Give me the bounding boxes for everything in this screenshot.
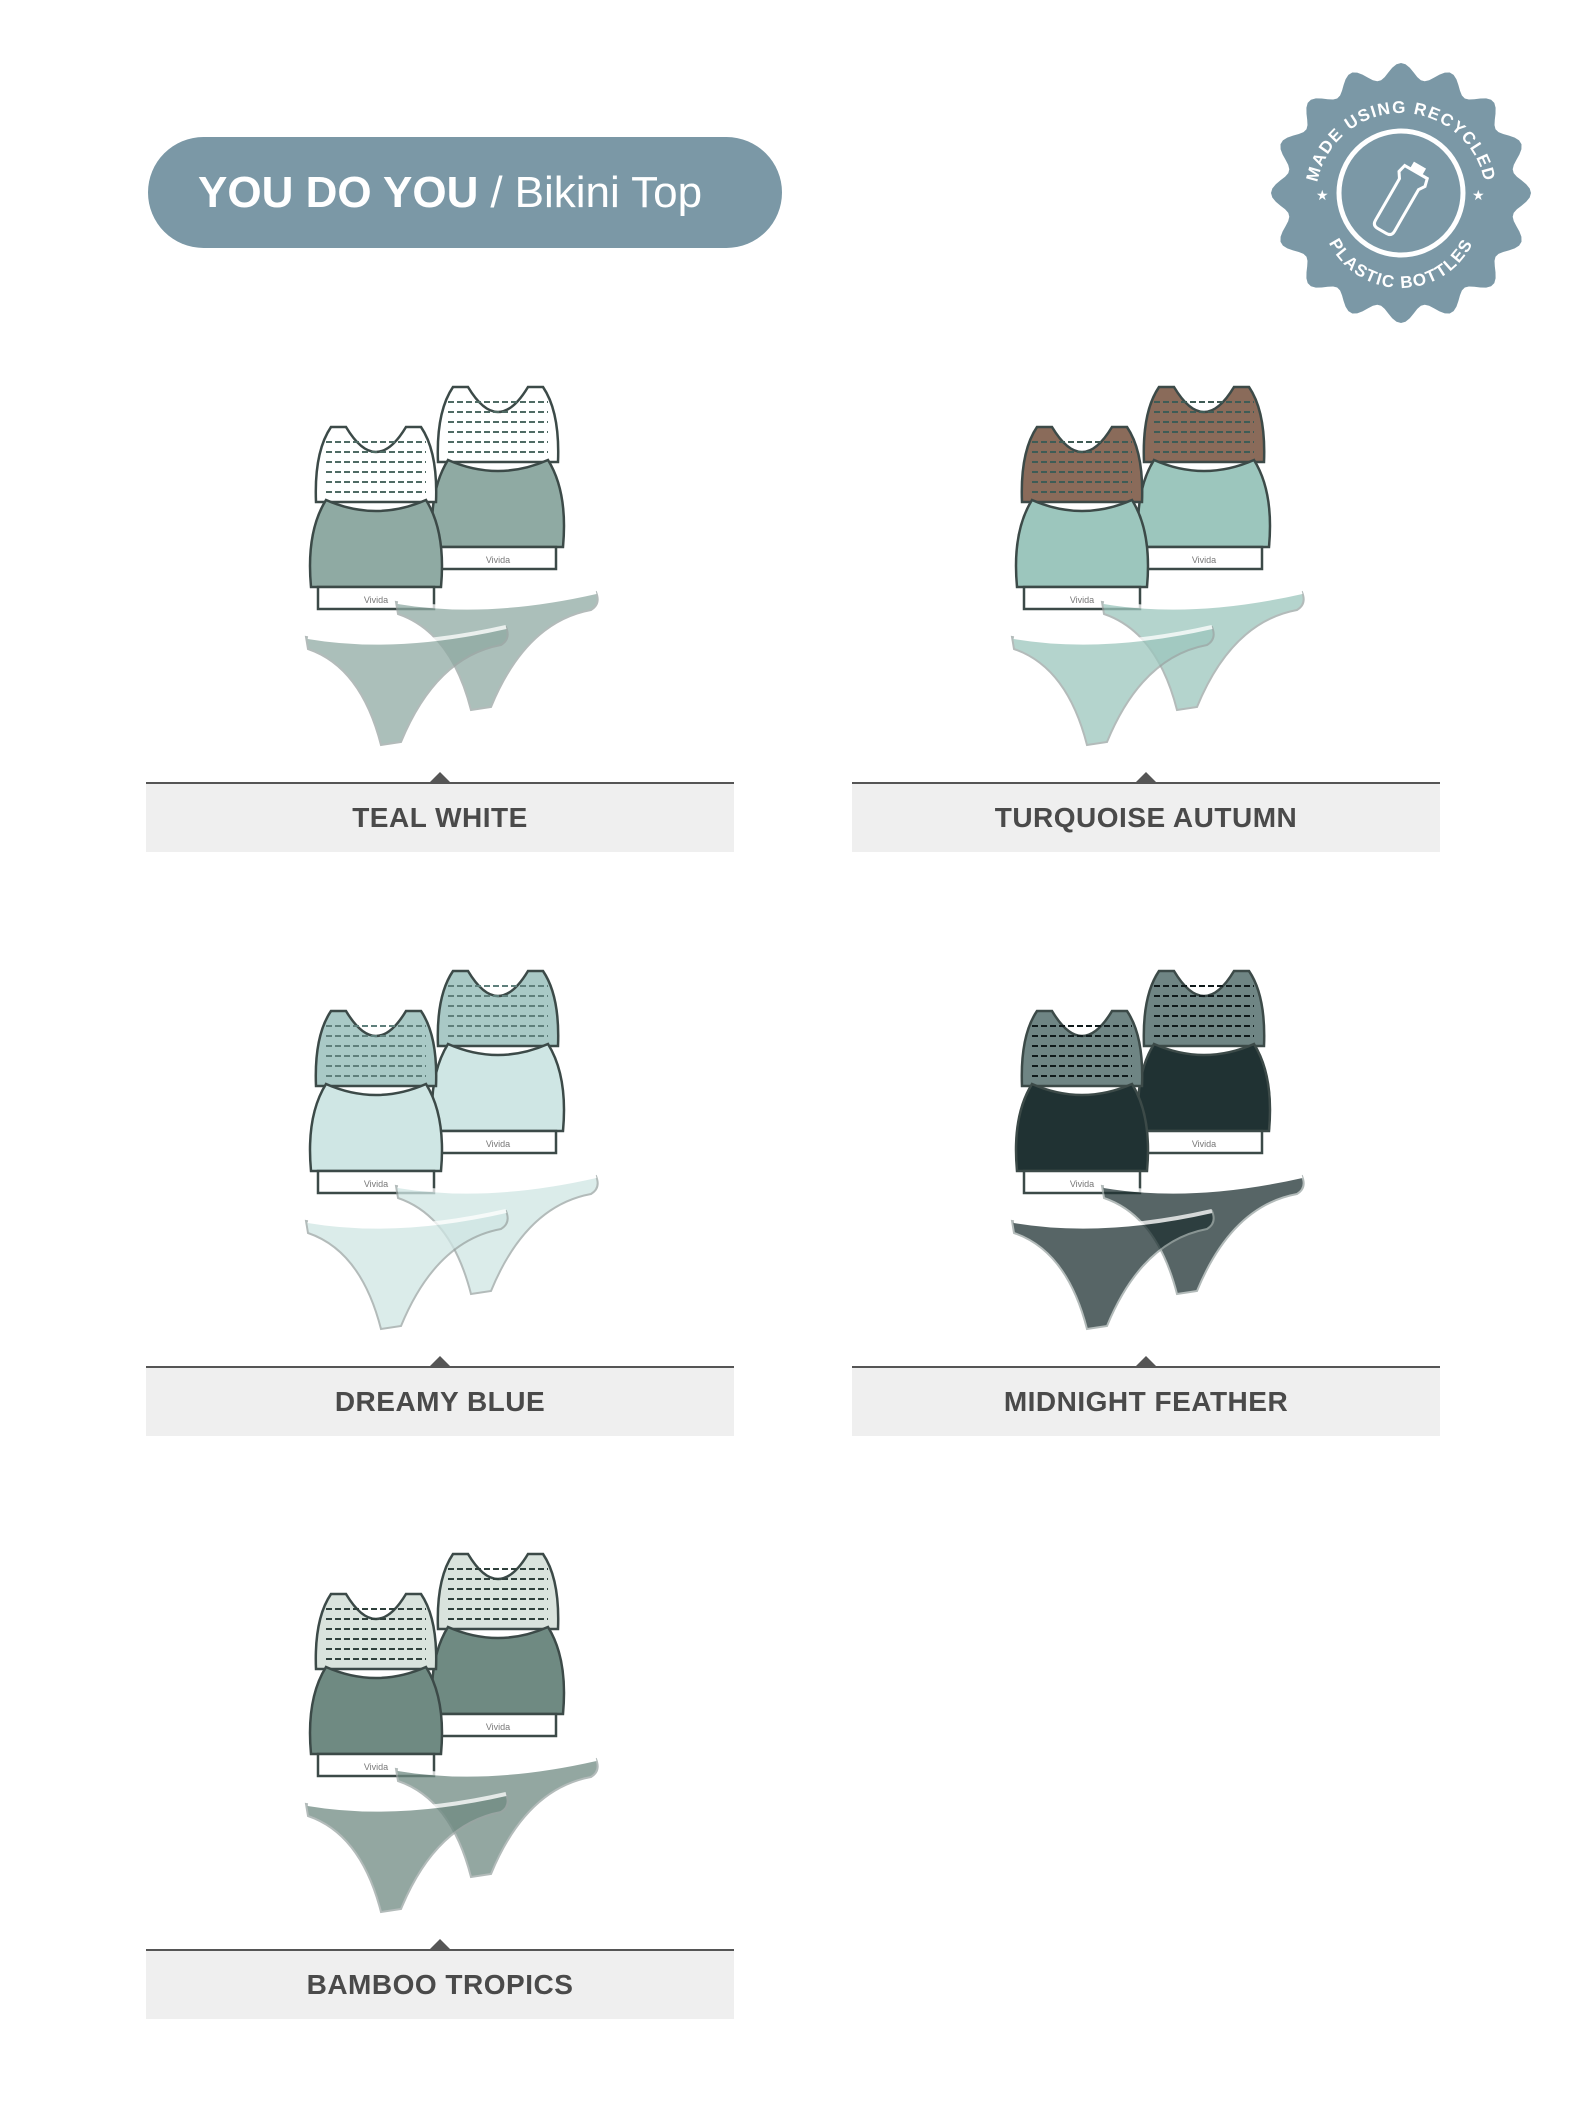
svg-text:Vivida: Vivida bbox=[486, 1722, 510, 1732]
seal-shape bbox=[1271, 63, 1531, 323]
collection-name: YOU DO YOU bbox=[198, 167, 479, 217]
swatch-name: BAMBOO TROPICS bbox=[146, 1949, 734, 2019]
bikini-top-front: Vivida bbox=[308, 1592, 444, 1778]
svg-text:Vivida: Vivida bbox=[1070, 595, 1094, 605]
bikini-top-front: Vivida bbox=[308, 1009, 444, 1195]
svg-text:Vivida: Vivida bbox=[364, 595, 388, 605]
star-icon: ★ bbox=[1316, 187, 1329, 203]
bikini-top-back: Vivida bbox=[1136, 969, 1272, 1155]
star-icon: ★ bbox=[1472, 187, 1485, 203]
bikini-bottom-front bbox=[304, 625, 509, 747]
bikini-bottom-front bbox=[1010, 1209, 1215, 1331]
svg-text:Vivida: Vivida bbox=[364, 1762, 388, 1772]
bikini-top-front: Vivida bbox=[1014, 425, 1150, 611]
bikini-top-front: Vivida bbox=[1014, 1009, 1150, 1195]
swatch-name: MIDNIGHT FEATHER bbox=[852, 1366, 1440, 1436]
bikini-top-back: Vivida bbox=[430, 969, 566, 1155]
svg-text:Vivida: Vivida bbox=[486, 1139, 510, 1149]
label-pointer bbox=[430, 1356, 450, 1366]
svg-text:Vivida: Vivida bbox=[1070, 1179, 1094, 1189]
svg-text:Vivida: Vivida bbox=[486, 555, 510, 565]
recycled-badge: MADE USING RECYCLED PLASTIC BOTTLES ★ ★ bbox=[1271, 63, 1531, 323]
svg-text:Vivida: Vivida bbox=[364, 1179, 388, 1189]
label-pointer bbox=[1136, 1356, 1156, 1366]
bikini-top-back: Vivida bbox=[1136, 385, 1272, 571]
label-pointer bbox=[1136, 772, 1156, 782]
svg-text:Vivida: Vivida bbox=[1192, 555, 1216, 565]
bikini-bottom-front bbox=[1010, 625, 1215, 747]
title-separator: / bbox=[490, 167, 503, 217]
swatch-name: DREAMY BLUE bbox=[146, 1366, 734, 1436]
svg-text:Vivida: Vivida bbox=[1192, 1139, 1216, 1149]
bikini-top-front: Vivida bbox=[308, 425, 444, 611]
page-title: YOU DO YOU / Bikini Top bbox=[148, 137, 782, 248]
bikini-bottom-front bbox=[304, 1209, 509, 1331]
bikini-top-back: Vivida bbox=[430, 1552, 566, 1738]
label-pointer bbox=[430, 1939, 450, 1949]
recycle-ring bbox=[1336, 128, 1466, 258]
recycled-bottle-icon bbox=[1372, 161, 1430, 236]
swatch-name: TEAL WHITE bbox=[146, 782, 734, 852]
bikini-top-back: Vivida bbox=[430, 385, 566, 571]
swatch-name: TURQUOISE AUTUMN bbox=[852, 782, 1440, 852]
bikini-bottom-front bbox=[304, 1792, 509, 1914]
product-type: Bikini Top bbox=[514, 167, 703, 217]
label-pointer bbox=[430, 772, 450, 782]
